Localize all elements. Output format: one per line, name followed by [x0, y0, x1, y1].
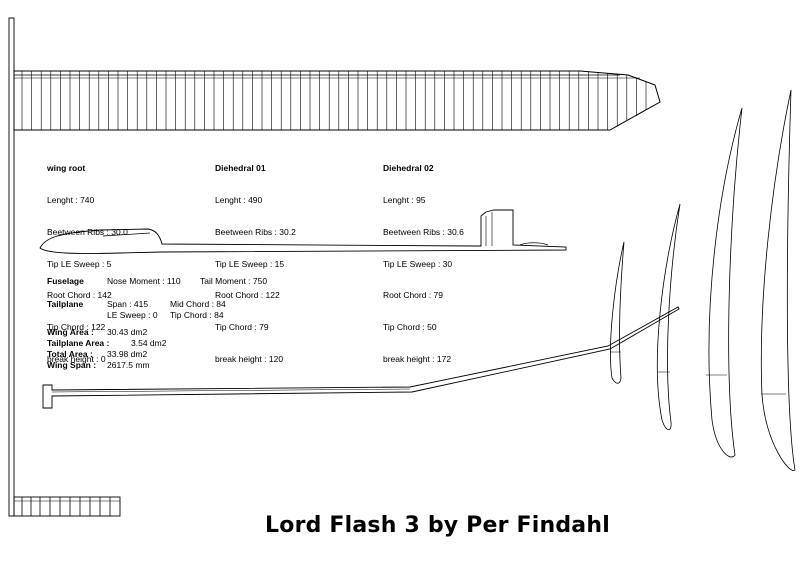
spec-rib-spacing: Beetween Ribs : 30.6	[383, 226, 464, 237]
tailplane-le-sweep: LE Sweep : 0	[107, 310, 158, 320]
tailplane-mid-chord: Mid Chord : 84	[170, 299, 226, 309]
spec-break-height: break height : 172	[383, 353, 452, 364]
spec-root-chord: Root Chord : 79	[383, 290, 444, 301]
tailplane-area-value: 3.54 dm2	[131, 338, 167, 348]
root-spar	[8, 17, 15, 517]
fuselage-tail-moment: Tail Moment : 750	[200, 276, 268, 286]
airfoil-section-3	[706, 107, 743, 458]
wing-ribs	[21, 71, 647, 130]
tailplane-tip-chord: Tip Chord : 84	[170, 310, 224, 320]
airfoil-section-2	[656, 203, 681, 431]
wing-span-label: Wing Span :	[47, 360, 97, 370]
spec-root-chord: Root Chord : 142	[47, 290, 112, 301]
tailplane-planform	[13, 496, 121, 517]
spec-rib-spacing: Beetween Ribs : 30.0	[47, 226, 128, 237]
fuselage-nose-moment: Nose Moment : 110	[107, 276, 181, 286]
spec-tip-chord: Tip Chord : 122	[47, 322, 106, 333]
tailplane-label: Tailplane	[47, 299, 84, 309]
total-area-value: 33.98 dm2	[107, 349, 148, 359]
spec-tip-chord: Tip Chord : 50	[383, 322, 437, 333]
spec-root-chord: Root Chord : 122	[215, 290, 280, 301]
airfoil-sections	[610, 89, 796, 471]
panel-heading: wing root	[47, 163, 86, 174]
spec-le-sweep: Tip LE Sweep : 15	[215, 258, 285, 269]
drawing-title: Lord Flash 3 by Per Findahl	[265, 513, 610, 538]
wing-root-specs: wing root Lenght : 740 Beetween Ribs : 3…	[47, 142, 128, 386]
panel-heading: Diehedral 02	[383, 163, 434, 174]
fuselage-label: Fuselage	[47, 276, 84, 286]
fuselage-side-view	[39, 209, 567, 254]
spec-le-sweep: Tip LE Sweep : 30	[383, 258, 453, 269]
spec-break-height: break height : 0	[47, 353, 106, 364]
dihedral-01-specs: Diehedral 01 Lenght : 490 Beetween Ribs …	[215, 142, 296, 386]
total-area-label: Total Area :	[47, 349, 93, 359]
spec-rib-spacing: Beetween Ribs : 30.2	[215, 226, 296, 237]
panel-heading: Diehedral 01	[215, 163, 266, 174]
fuselage-top-view	[42, 306, 680, 409]
wing-span-value: 2617.5 mm	[107, 360, 150, 370]
spec-length: Lenght : 95	[383, 194, 426, 205]
tailplane-area-label: Tailplane Area :	[47, 338, 110, 348]
wing-area-value: 30.43 dm2	[107, 327, 148, 337]
airfoil-section-1	[610, 241, 625, 384]
spec-length: Lenght : 740	[47, 194, 95, 205]
spec-break-height: break height : 120	[215, 353, 284, 364]
tailplane-span: Span : 415	[107, 299, 149, 309]
wing-planform	[13, 70, 661, 131]
spec-le-sweep: Tip LE Sweep : 5	[47, 258, 112, 269]
airfoil-section-4	[760, 89, 796, 471]
dihedral-02-specs: Diehedral 02 Lenght : 95 Beetween Ribs :…	[383, 142, 464, 386]
spec-tip-chord: Tip Chord : 79	[215, 322, 269, 333]
spec-length: Lenght : 490	[215, 194, 263, 205]
wing-area-label: Wing Area :	[47, 327, 94, 337]
